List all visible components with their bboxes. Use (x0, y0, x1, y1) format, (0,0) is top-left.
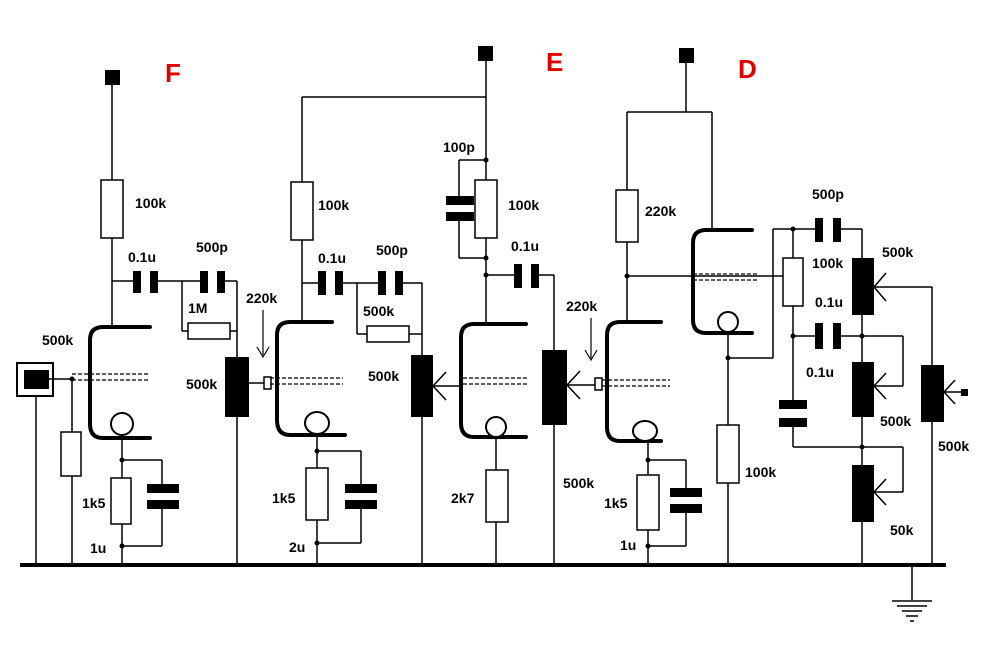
label-f-220k: 220k (246, 290, 277, 306)
label-f-1m: 1M (188, 300, 207, 316)
label-tone-50k: 50k (890, 522, 914, 538)
tone-stack (773, 218, 968, 565)
label-e2-cath-res: 2k7 (451, 490, 475, 506)
tone-resistor-100k (782, 257, 804, 307)
coupling-capacitor-e2 (514, 264, 522, 288)
label-e1-plate-res: 100k (318, 197, 349, 213)
label-e2-out-pot: 500k (563, 475, 594, 491)
label-d-cath-cap: 1u (620, 537, 636, 553)
label-tone-100k: 100k (812, 255, 843, 271)
label-e2-220k: 220k (566, 298, 597, 314)
label-e2-plate-res: 100k (508, 197, 539, 213)
treble-pot-500k (852, 258, 874, 315)
tube-triode-e2 (459, 322, 528, 439)
tone-capacitor-01u-a (815, 323, 823, 349)
cathode-resistor-f (110, 477, 132, 525)
label-e1-cap-500p: 500p (376, 242, 408, 258)
label-e1-out-pot: 500k (368, 368, 399, 384)
label-d-follower-res: 100k (745, 464, 776, 480)
label-tone-500k-top: 500k (882, 244, 913, 260)
cathode-follower-resistor-d (716, 424, 740, 484)
resistor-1m-f (187, 322, 231, 340)
coupling-capacitor-e1 (318, 271, 326, 295)
cathode-bypass-capacitor-d (670, 488, 702, 497)
section-label-d: D (738, 54, 757, 84)
label-f-input-pot: 500k (42, 332, 73, 348)
label-d-plate-res: 220k (645, 203, 676, 219)
grid-leak-resistor-f (60, 431, 82, 477)
bright-capacitor-f (200, 271, 208, 293)
volume-pot-e1 (411, 355, 433, 417)
label-e1-cath-res: 1k5 (272, 490, 296, 506)
label-master-500k: 500k (938, 438, 969, 454)
label-e1-cap-01: 0.1u (318, 250, 346, 266)
label-tone-01a: 0.1u (815, 294, 843, 310)
label-e1-cath-cap: 2u (289, 539, 305, 555)
volume-pot-e2 (542, 350, 567, 425)
b-plus-terminal-f (105, 70, 120, 85)
label-f-plate-res: 100k (135, 195, 166, 211)
coupling-capacitor-f (133, 271, 141, 293)
middle-pot-50k (852, 465, 874, 522)
tube-triode-d1 (605, 320, 663, 443)
label-f-cap-500p: 500p (196, 239, 228, 255)
stage-e1 (270, 46, 493, 565)
resistor-500k-e1 (366, 325, 410, 343)
label-d-cath-res: 1k5 (604, 495, 628, 511)
master-volume-pot-500k (921, 365, 944, 422)
tube-cathode-follower-d2 (691, 228, 754, 335)
tone-capacitor-01u-b (779, 400, 807, 409)
label-e1-500k-res: 500k (363, 303, 394, 319)
label-e2-100p: 100p (443, 139, 475, 155)
label-f-cap-01: 0.1u (128, 249, 156, 265)
output-terminal (961, 389, 968, 396)
cathode-resistor-e1 (305, 467, 329, 521)
plate-resistor-e2 (474, 179, 498, 239)
tone-capacitor-500p (815, 218, 823, 242)
cathode-resistor-d (636, 474, 660, 531)
label-tone-01b: 0.1u (806, 364, 834, 380)
label-f-out-pot: 500k (186, 376, 217, 392)
label-f-cath-cap: 1u (90, 540, 106, 556)
label-f-cath-res: 1k5 (82, 495, 106, 511)
plate-resistor-e1 (290, 181, 314, 241)
bright-capacitor-e1 (378, 271, 386, 295)
section-label-e: E (546, 47, 563, 77)
volume-pot-f (225, 357, 249, 417)
cathode-resistor-e2 (485, 469, 509, 523)
tube-triode-f (88, 325, 152, 440)
capacitor-100p-e2 (446, 196, 474, 205)
label-tone-500k-mid: 500k (880, 413, 911, 429)
label-tone-500p: 500p (812, 186, 844, 202)
cathode-bypass-capacitor-e1 (345, 484, 377, 493)
stage-d (602, 48, 783, 565)
b-plus-terminal-d (679, 48, 694, 63)
ground-symbol (892, 565, 932, 622)
section-label-f: F (165, 58, 181, 88)
b-plus-terminal-e (478, 46, 493, 61)
stage-e2 (446, 157, 603, 565)
stage-f (16, 70, 272, 565)
plate-resistor-d (615, 189, 639, 243)
label-e2-cap-01: 0.1u (511, 238, 539, 254)
plate-resistor-f (100, 179, 124, 239)
cathode-bypass-capacitor-f (147, 484, 179, 493)
bass-pot-500k (852, 362, 874, 417)
